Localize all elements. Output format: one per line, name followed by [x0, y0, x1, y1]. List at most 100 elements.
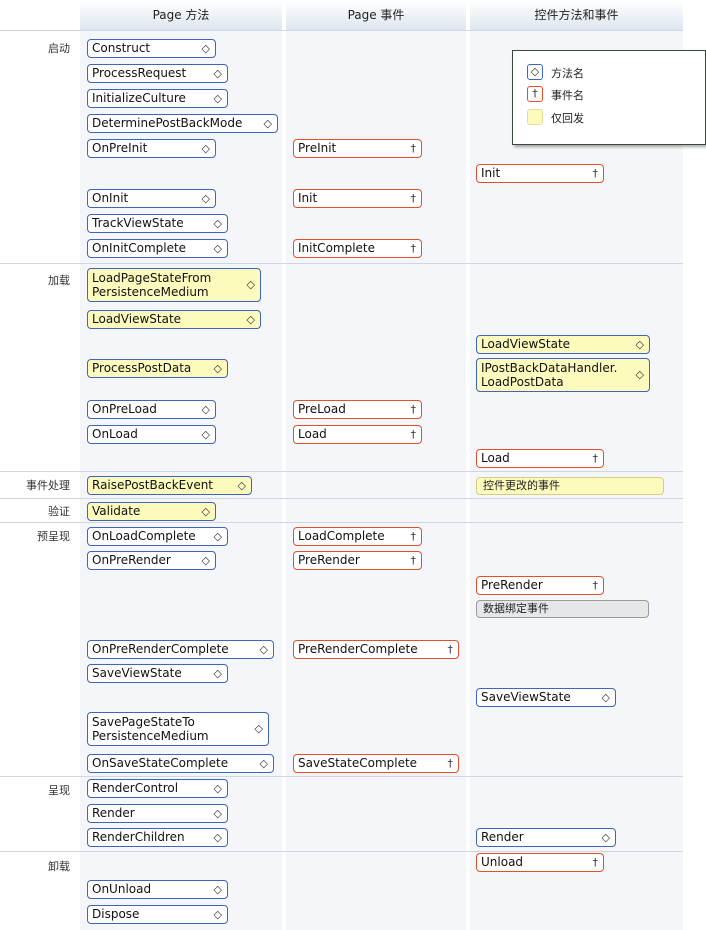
page-method-initializeculture: InitializeCulture◇ — [87, 89, 228, 108]
page-method-onpreinit: OnPreInit◇ — [87, 139, 216, 158]
stage-label-unload: 卸载 — [48, 860, 70, 873]
page-method-dispose: Dispose◇ — [87, 905, 228, 924]
page-event-preinit: PreInit† — [293, 139, 422, 158]
page-method-determinepostbackmode: DeterminePostBackMode◇ — [87, 114, 278, 133]
stage-divider — [0, 30, 683, 31]
method-symbol: ◇ — [213, 908, 222, 921]
page-method-onpreload: OnPreLoad◇ — [87, 400, 216, 419]
stage-divider — [0, 471, 683, 472]
page-event-loadcomplete: LoadComplete† — [293, 527, 422, 546]
method-symbol: ◇ — [263, 117, 272, 130]
page-method-onprerender: OnPreRender◇ — [87, 551, 216, 570]
event-symbol: † — [447, 643, 454, 656]
method-symbol: ◇ — [259, 757, 268, 770]
page-event-init: Init† — [293, 189, 422, 208]
control-event-unload: Unload† — [476, 853, 604, 872]
event-symbol: † — [410, 192, 417, 205]
page-method-oninitcomplete: OnInitComplete◇ — [87, 239, 228, 258]
page-method-render: Render◇ — [87, 804, 228, 823]
method-diamond-icon: ◇ — [527, 64, 543, 80]
control-event-load: Load† — [476, 449, 604, 468]
page-method-processpostdata: ProcessPostData◇ — [87, 359, 228, 378]
control-method-loadviewstate: LoadViewState◇ — [476, 335, 650, 354]
event-dagger-icon: † — [527, 86, 543, 102]
method-symbol: ◇ — [201, 142, 210, 155]
postback-swatch-icon — [527, 109, 543, 125]
method-symbol: ◇ — [635, 338, 644, 351]
stage-divider — [0, 851, 683, 852]
method-symbol: ◇ — [246, 278, 255, 291]
page-event-savestatecomplete: SaveStateComplete† — [293, 754, 459, 773]
event-symbol: † — [410, 554, 417, 567]
page-method-saveviewstate: SaveViewState◇ — [87, 664, 228, 683]
method-symbol: ◇ — [213, 92, 222, 105]
method-symbol: ◇ — [213, 883, 222, 896]
page-event-load: Load† — [293, 425, 422, 444]
stage-label-validation: 验证 — [48, 505, 70, 518]
method-symbol: ◇ — [635, 368, 644, 381]
event-symbol: † — [447, 757, 454, 770]
event-symbol: † — [410, 242, 417, 255]
page-method-onprerendercomplete: OnPreRenderComplete◇ — [87, 640, 274, 659]
page-method-processrequest: ProcessRequest◇ — [87, 64, 228, 83]
method-symbol: ◇ — [213, 807, 222, 820]
method-symbol: ◇ — [601, 831, 610, 844]
page-method-onunload: OnUnload◇ — [87, 880, 228, 899]
stage-label-load: 加载 — [48, 274, 70, 287]
event-symbol: † — [592, 452, 599, 465]
method-symbol: ◇ — [246, 313, 255, 326]
method-symbol: ◇ — [213, 362, 222, 375]
column-header-control: 控件方法和事件 — [470, 0, 683, 31]
stage-divider — [0, 263, 683, 264]
page-method-trackviewstate: TrackViewState◇ — [87, 214, 228, 233]
method-symbol: ◇ — [213, 782, 222, 795]
control-event-init: Init† — [476, 164, 604, 183]
method-symbol: ◇ — [237, 479, 246, 492]
method-symbol: ◇ — [213, 217, 222, 230]
stage-label-render: 呈现 — [48, 784, 70, 797]
event-symbol: † — [592, 856, 599, 869]
page-event-initcomplete: InitComplete† — [293, 239, 422, 258]
method-symbol: ◇ — [201, 428, 210, 441]
page-method-loadviewstate: LoadViewState◇ — [87, 310, 261, 329]
method-symbol: ◇ — [213, 667, 222, 680]
stage-label-start: 启动 — [48, 42, 70, 55]
page-method-savepagestateto-persistencemedium: SavePageStateTo PersistenceMedium◇ — [87, 712, 269, 746]
column-header-page-methods: Page 方法 — [80, 0, 282, 31]
page-event-preload: PreLoad† — [293, 400, 422, 419]
method-symbol: ◇ — [601, 691, 610, 704]
stage-label-prerender: 预呈现 — [37, 530, 70, 543]
stage-divider — [0, 498, 683, 499]
column-page-events-bg — [286, 30, 466, 930]
method-symbol: ◇ — [213, 530, 222, 543]
method-symbol: ◇ — [259, 643, 268, 656]
page-method-rendercontrol: RenderControl◇ — [87, 779, 228, 798]
page-method-construct: Construct◇ — [87, 39, 216, 58]
control-changed-events-note: 控件更改的事件 — [476, 477, 664, 495]
method-symbol: ◇ — [201, 554, 210, 567]
legend-event-label: 事件名 — [551, 89, 584, 102]
method-symbol: ◇ — [201, 192, 210, 205]
page-method-validate: Validate◇ — [87, 502, 216, 521]
page-method-onsavestatecomplete: OnSaveStateComplete◇ — [87, 754, 274, 773]
control-method-ipostbackdatahandler-loadpostdata: IPostBackDataHandler. LoadPostData◇ — [476, 358, 650, 392]
stage-divider — [0, 776, 683, 777]
control-method-render: Render◇ — [476, 828, 616, 847]
event-symbol: † — [410, 428, 417, 441]
page-method-onloadcomplete: OnLoadComplete◇ — [87, 527, 228, 546]
page-method-raisepostbackevent: RaisePostBackEvent◇ — [87, 476, 252, 495]
method-symbol: ◇ — [213, 242, 222, 255]
event-symbol: † — [592, 167, 599, 180]
page-event-prerendercomplete: PreRenderComplete† — [293, 640, 459, 659]
column-header-page-events: Page 事件 — [286, 0, 466, 31]
method-symbol: ◇ — [201, 42, 210, 55]
method-symbol: ◇ — [201, 505, 210, 518]
control-event-prerender: PreRender† — [476, 576, 604, 595]
method-symbol: ◇ — [201, 403, 210, 416]
event-symbol: † — [592, 579, 599, 592]
legend-postback-label: 仅回发 — [551, 112, 584, 125]
event-symbol: † — [410, 142, 417, 155]
control-method-saveviewstate: SaveViewState◇ — [476, 688, 616, 707]
stage-divider — [0, 522, 683, 523]
